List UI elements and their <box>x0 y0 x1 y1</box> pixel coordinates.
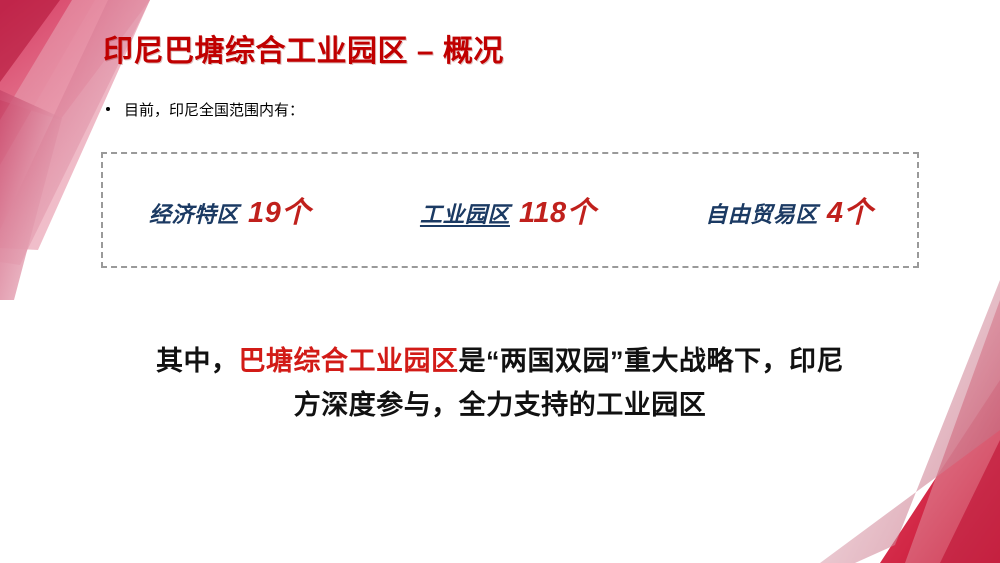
stat-value-free-trade-zone: 4个 <box>826 197 873 229</box>
conclusion-block: 其中，巴塘综合工业园区是“两国双园”重大战略下，印尼 方深度参与，全力支持的工业… <box>60 340 940 427</box>
stat-label-free-trade-zone: 自由贸易区 <box>705 202 818 227</box>
stat-item-free-trade-zone: 自由贸易区 4个 <box>705 189 873 231</box>
conclusion-text-lead: 其中， <box>156 346 239 376</box>
page-title-text: 印尼巴塘综合工业园区 – 概况 <box>103 34 504 68</box>
stat-item-sez: 经济特区 19个 <box>149 189 311 231</box>
stat-label-industrial-park: 工业园区 <box>419 202 510 227</box>
statistics-box: 经济特区 19个 工业园区 118个 自由贸易区 4个 <box>101 152 919 268</box>
bullet-dot-icon <box>106 107 110 111</box>
intro-bullet: 目前，印尼全国范围内有： <box>106 100 304 121</box>
stat-label-sez: 经济特区 <box>149 202 240 227</box>
conclusion-line-2: 方深度参与，全力支持的工业园区 <box>293 389 707 420</box>
intro-bullet-text: 目前，印尼全国范围内有： <box>124 102 305 119</box>
conclusion-line-1: 其中，巴塘综合工业园区是“两国双园”重大战略下，印尼 <box>60 340 940 384</box>
stat-value-industrial-park: 118个 <box>518 197 597 229</box>
page-title: 印尼巴塘综合工业园区 – 概况 <box>103 27 923 75</box>
stat-item-industrial-park: 工业园区 118个 <box>420 189 596 231</box>
conclusion-highlight-park-name: 巴塘综合工业园区 <box>238 346 459 376</box>
conclusion-text-tail: 是“两国双园”重大战略下，印尼 <box>458 346 844 376</box>
stat-value-sez: 19个 <box>248 197 311 229</box>
